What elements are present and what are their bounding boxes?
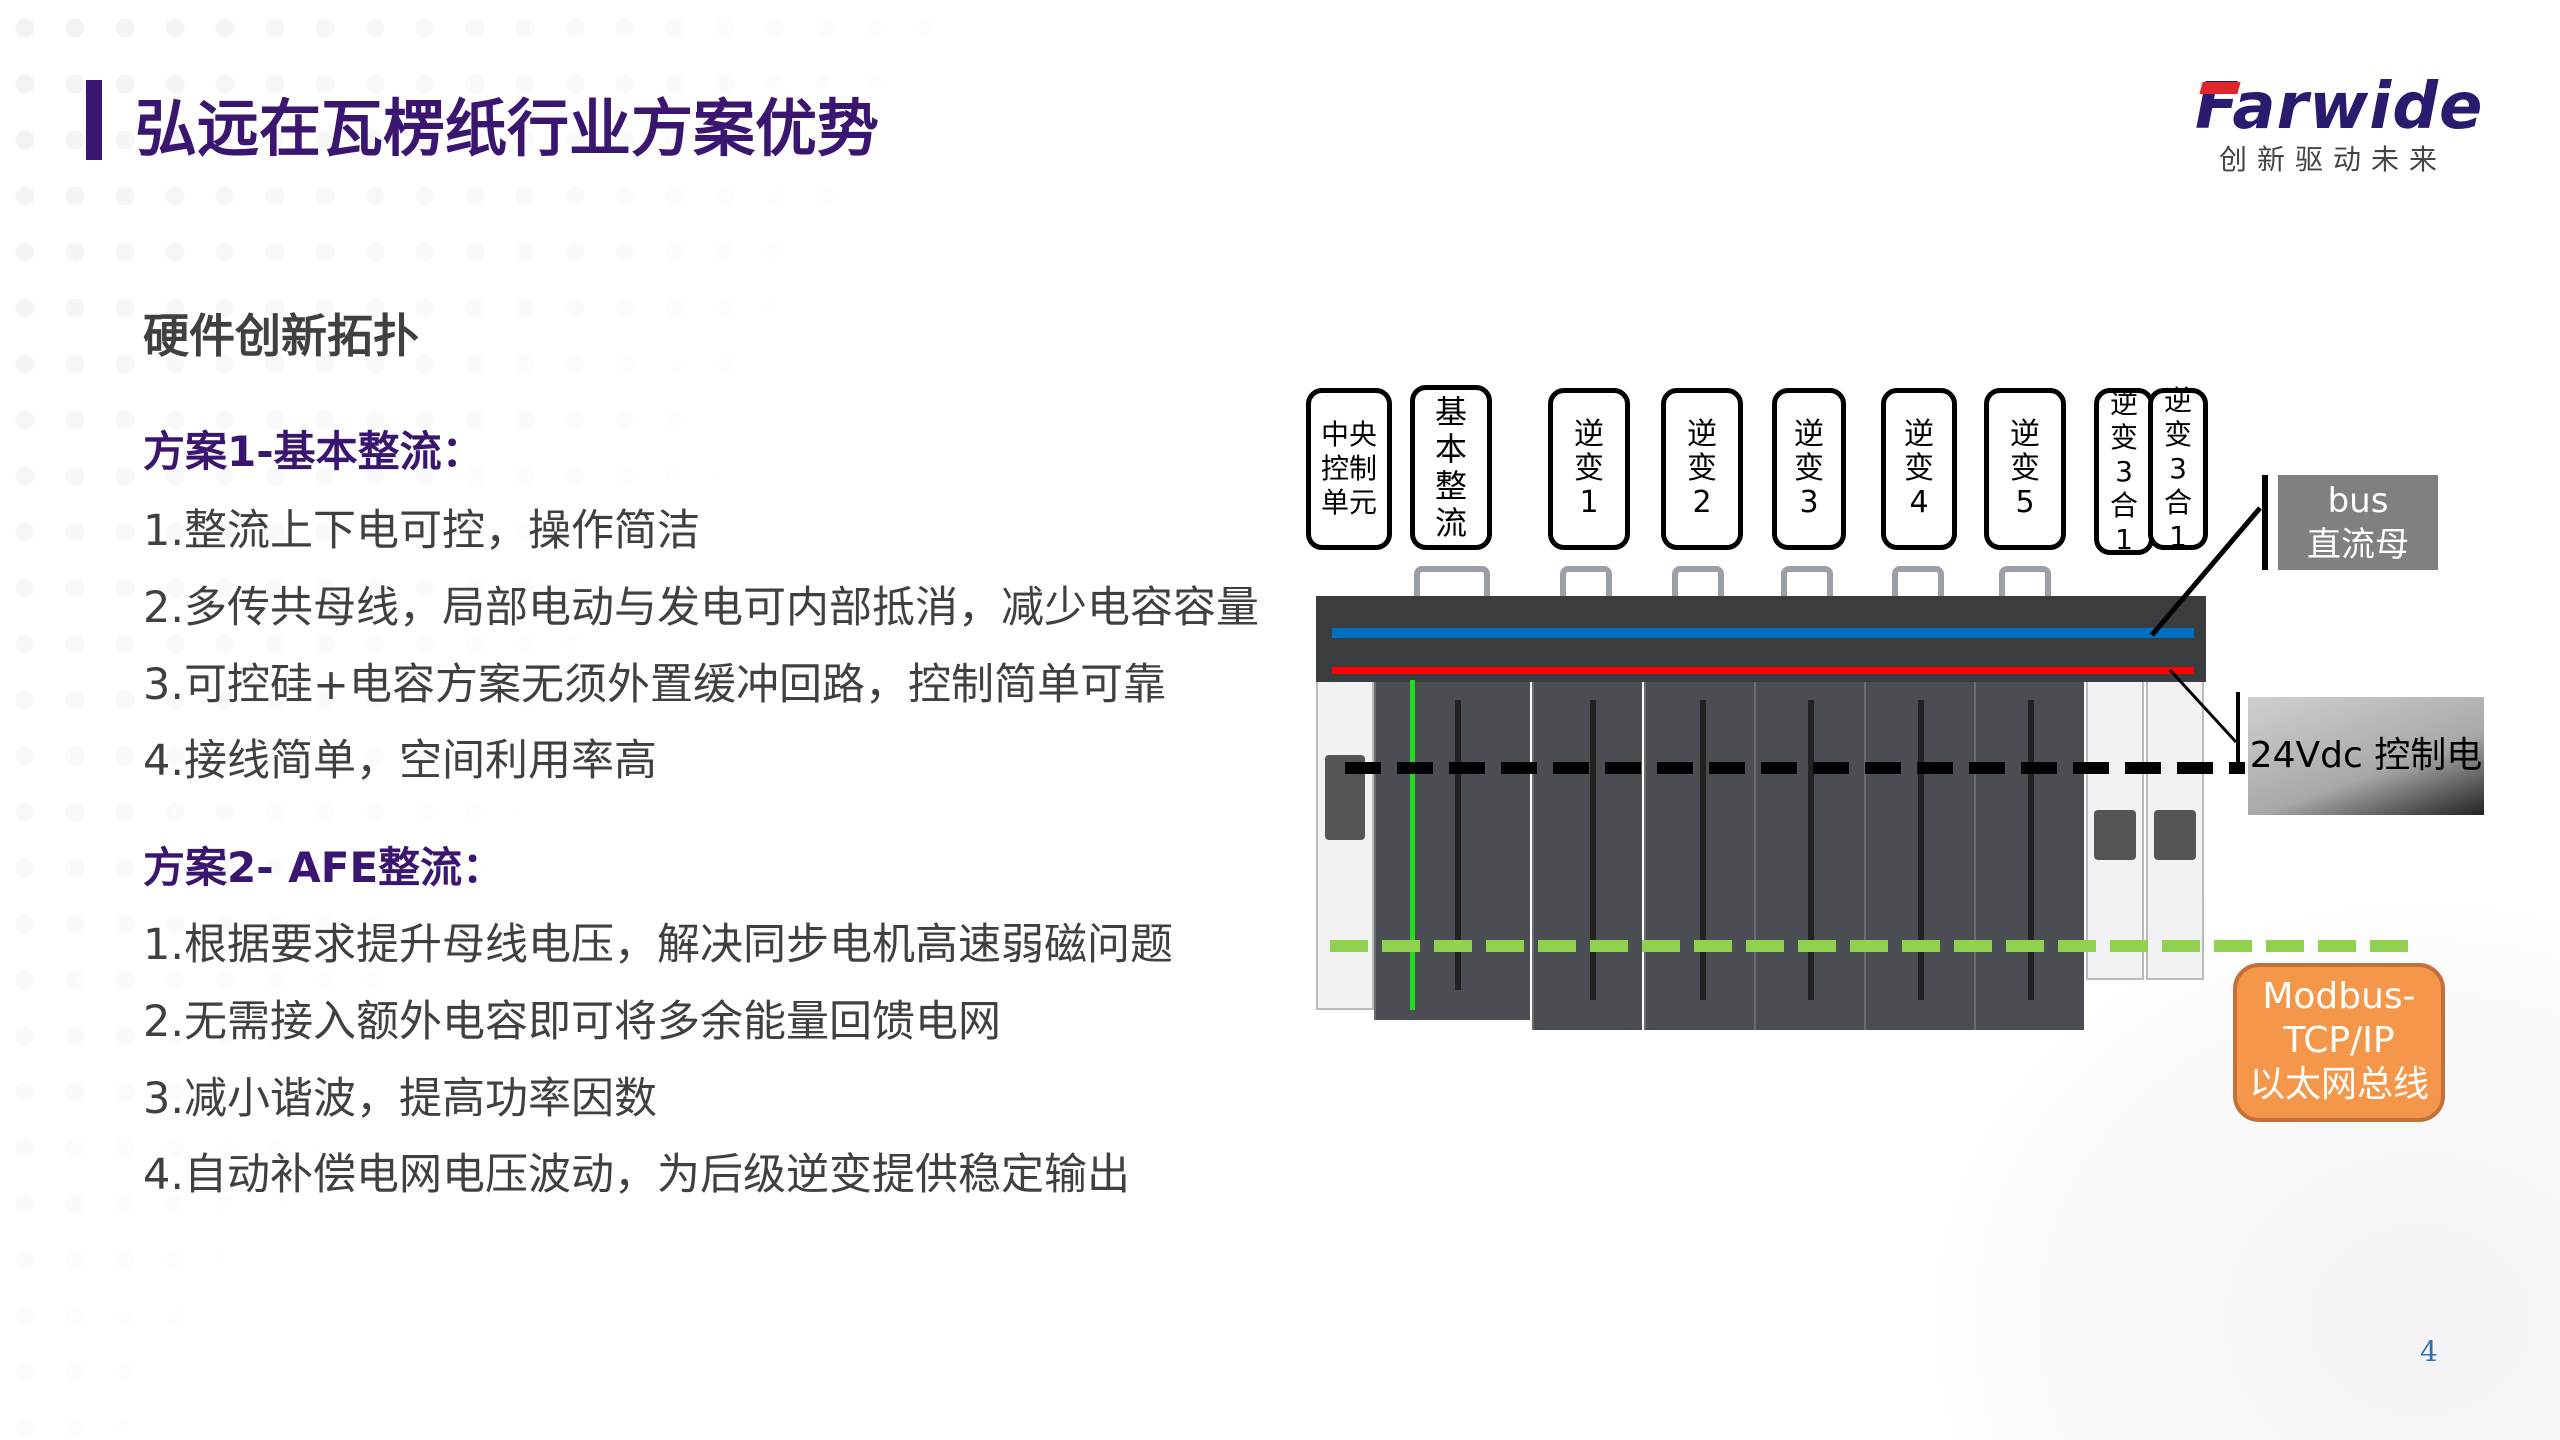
module-slot xyxy=(1700,700,1706,1000)
module-handle xyxy=(1781,566,1833,596)
dc-bus-positive-line xyxy=(1332,628,2194,638)
plan2-item: 2.无需接入额外电容即可将多余能量回馈电网 xyxy=(143,997,1002,1047)
rectifier-module xyxy=(1374,680,1530,1020)
module-label-rectifier: 基本整流 xyxy=(1410,385,1492,550)
page-title: 弘远在瓦楞纸行业方案优势 xyxy=(135,92,880,165)
network-label-line2: TCP/IP xyxy=(2283,1020,2395,1061)
module-label-inverter-3: 逆变3 xyxy=(1772,388,1846,550)
keypad xyxy=(2094,810,2136,860)
background-dots xyxy=(0,0,1100,1440)
module-slot xyxy=(2028,700,2034,1000)
module-handle xyxy=(1560,566,1612,596)
module-slot xyxy=(1455,700,1461,990)
dc-bus-label: bus 直流母 xyxy=(2278,475,2438,570)
module-slot xyxy=(1808,700,1814,1000)
module-label-inverter-4: 逆变4 xyxy=(1881,388,1957,550)
modbus-network-label: Modbus- TCP/IP 以太网总线 xyxy=(2233,963,2445,1122)
dc-bus-label-line1: bus xyxy=(2327,481,2389,521)
plan2-item: 3.减小谐波，提高功率因数 xyxy=(143,1074,658,1124)
module-slot xyxy=(1918,700,1924,1000)
module-label-inverter-2: 逆变2 xyxy=(1661,388,1743,550)
plan1-item: 1.整流上下电可控，操作简洁 xyxy=(143,506,701,556)
plan2-item: 1.根据要求提升母线电压，解决同步电机高速弱磁问题 xyxy=(143,920,1174,970)
24vdc-control-line xyxy=(1345,762,2245,774)
module-label-inverter-5: 逆变5 xyxy=(1984,388,2066,550)
dc-bus-negative-line xyxy=(1332,667,2194,674)
module-handle xyxy=(1999,566,2051,596)
module-handle xyxy=(1672,566,1724,596)
keypad xyxy=(2154,810,2196,860)
farwide-logo: Farwide 创新驱动未来 xyxy=(2195,70,2484,176)
plan2-heading: 方案2- AFE整流： xyxy=(143,843,505,892)
network-label-line1: Modbus- xyxy=(2262,976,2416,1017)
module-label-inverter-3in1-b: 逆变3合1 xyxy=(2148,384,2208,553)
inverter-module-1 xyxy=(1532,680,1642,1030)
green-indicator-line xyxy=(1410,680,1415,1010)
module-slot xyxy=(1590,700,1596,1000)
inverter-module-2 xyxy=(1644,680,1754,1030)
module-label-control-unit: 中央控制单元 xyxy=(1306,388,1392,550)
title-accent-bar xyxy=(86,80,102,160)
dc-bus-label-line2: 直流母 xyxy=(2307,525,2409,565)
section-title: 硬件创新拓扑 xyxy=(143,309,419,363)
module-handle xyxy=(1414,566,1490,596)
control-power-label: 24Vdc 控制电 xyxy=(2248,697,2484,815)
page-number: 4 xyxy=(2420,1335,2438,1368)
module-label-inverter-1: 逆变1 xyxy=(1548,388,1630,550)
plan1-item: 2.多传共母线，局部电动与发电可内部抵消，减少电容容量 xyxy=(143,583,1260,633)
connector-lines xyxy=(2150,475,2268,770)
module-handle xyxy=(1892,566,1944,596)
control-unit-module xyxy=(1316,680,1374,1010)
ethernet-bus-line xyxy=(1330,940,2420,952)
plan1-heading: 方案1-基本整流： xyxy=(143,427,484,476)
plan1-item: 3.可控硅+电容方案无须外置缓冲回路，控制简单可靠 xyxy=(143,660,1167,710)
plan1-item: 4.接线简单，空间利用率高 xyxy=(143,736,658,786)
network-label-line3: 以太网总线 xyxy=(2248,1064,2429,1105)
plan2-item: 4.自动补偿电网电压波动，为后级逆变提供稳定输出 xyxy=(143,1150,1131,1200)
